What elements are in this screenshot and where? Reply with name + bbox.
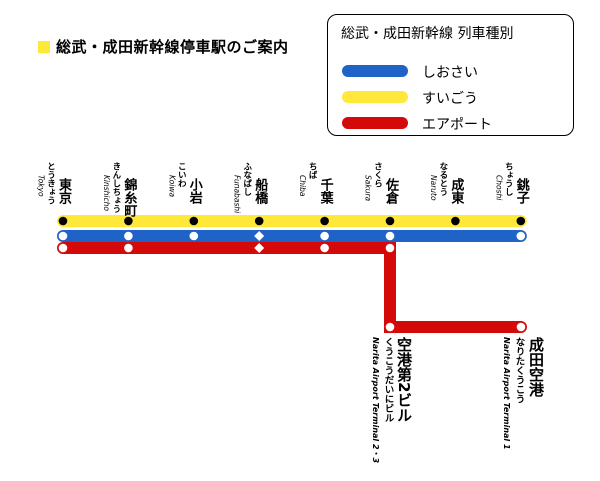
shiosai-stop-dot [124,231,133,241]
legend-swatch-suigo [342,91,408,103]
station-kana-label: こいわ [176,162,187,188]
station-kana-label: さくら [372,162,383,188]
airport-pass-mark [254,243,265,253]
airport-stop-dot [320,243,329,253]
station-english-label: Naruto [428,175,438,201]
station-name-label: 成東 [448,178,464,204]
terminal1-stop-dot [516,322,526,332]
terminal2-name-label: 空港第2ビル [395,337,413,423]
stop-markers [58,216,526,332]
station-english-label: Koiwa [167,175,177,198]
legend-row-airport: エアポート [342,113,562,133]
station-english-label: Choshi [494,175,504,201]
terminal1-kana-label: なりたくうこう [513,337,525,404]
legend-row-suigo: すいごう [342,87,562,107]
suigo-stop-dot [516,216,526,226]
legend-row-shiosai: しおさい [342,61,562,81]
legend-box: 総武・成田新幹線 列車種別 しおさい すいごう エアポート [327,14,574,136]
terminal2-english-label: Narita Airport Terminal 2・3 [371,337,380,464]
station-english-label: Funabashi [232,175,242,214]
shiosai-stop-dot [58,231,68,241]
airport-line [57,242,527,333]
station-kana-label: ちば [307,162,318,179]
station-name-label: 小岩 [186,178,202,204]
station-name-label: 銚子 [513,178,529,204]
shiosai-stop-dot [189,231,199,241]
station-kana-label: とうきょう [45,162,56,205]
legend-label-suigo: すいごう [422,91,478,107]
station-name-label: 千葉 [317,178,333,204]
suigo-stop-dot [254,216,264,226]
diagram-title: 総武・成田新幹線停車駅のご案内 [38,36,289,57]
shiosai-pass-mark [254,231,265,241]
station-kana-label: きんしちょう [110,162,121,213]
title-marker [38,40,50,53]
suigo-stop-dot [124,216,133,226]
terminal1-name-label: 成田空港 [527,337,545,397]
title-text: 総武・成田新幹線停車駅のご案内 [56,38,289,56]
terminal1-english-label: Narita Airport Terminal 1 [502,337,511,450]
station-kana-label: ちょうし [503,162,514,196]
station-english-label: Chiba [298,175,308,197]
airport-stop-dot [58,243,68,253]
shiosai-stop-dot [385,231,395,241]
suigo-stop-dot [451,216,460,226]
legend-swatch-shiosai [342,65,408,77]
route-lines [57,215,527,333]
station-name-label: 船橋 [252,178,268,204]
terminal2-stop-dot [385,322,395,332]
legend-title: 総武・成田新幹線 列車種別 [341,26,514,42]
airport-stop-dot [385,243,395,253]
shiosai-stop-dot [516,231,526,241]
terminal2-kana-label: くうこうだいにビル [382,337,394,423]
station-kana-label: なるとう [437,162,448,196]
legend-label-shiosai: しおさい [422,65,478,81]
station-english-label: Sakura [363,175,373,202]
station-english-label: Kinshicho [101,175,111,211]
suigo-stop-dot [385,216,395,226]
station-english-label: Tokyo [36,175,46,197]
station-kana-label: ふなばし [241,162,252,196]
shiosai-stop-dot [320,231,329,241]
suigo-stop-dot [189,216,199,226]
station-name-label: 東京 [56,178,71,204]
station-name-label: 錦糸町 [121,178,137,217]
airport-stop-dot [124,243,133,253]
suigo-stop-dot [58,216,68,226]
suigo-stop-dot [320,216,329,226]
station-name-label: 佐倉 [383,178,398,204]
legend-label-airport: エアポート [422,117,492,133]
legend-swatch-airport [342,117,408,129]
